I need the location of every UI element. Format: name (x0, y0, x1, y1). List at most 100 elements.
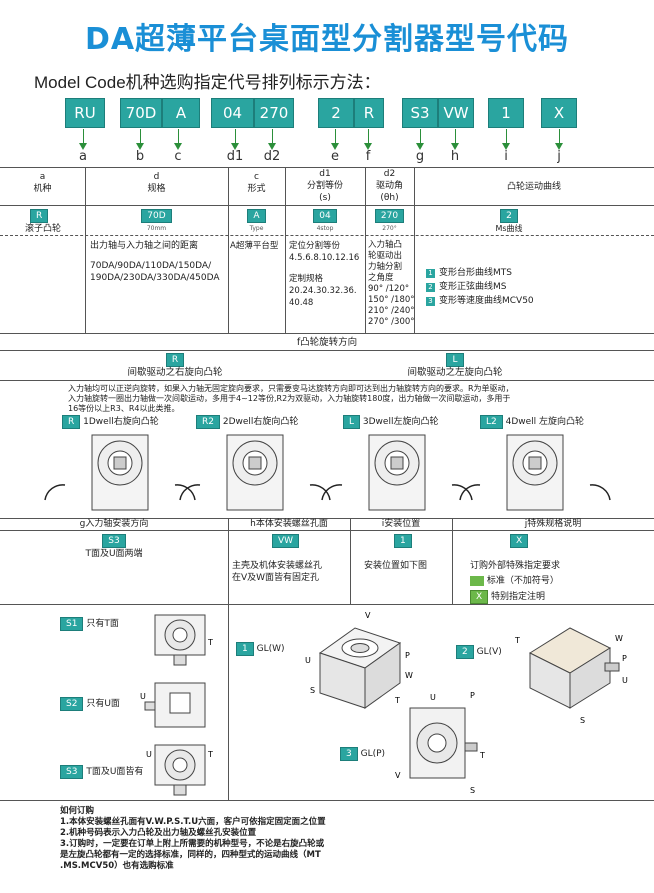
code-box-f: R (354, 98, 384, 128)
s1-label: S1 只有T面 (60, 617, 119, 631)
section-rule (0, 530, 654, 531)
table-divider (350, 518, 351, 604)
arrowhead-g (416, 143, 424, 150)
gl2-label: 2 GL(V) (456, 645, 502, 659)
g-header: g入力轴安装方向 (79, 519, 149, 529)
code-box-d2: 270 (254, 98, 294, 128)
table-divider (228, 167, 229, 333)
table-divider (452, 518, 453, 604)
detail-d: 出力轴与入力轴之间的距离 70DA/90DA/110DA/150DA/ 190D… (90, 241, 220, 283)
section-rule (0, 350, 654, 351)
section-rule (0, 800, 654, 801)
arrow-line-h (455, 129, 456, 147)
svg-text:P: P (405, 651, 410, 660)
arrow-line-a (83, 129, 84, 147)
svg-text:T: T (207, 638, 213, 647)
dwell-diagrams (44, 434, 611, 511)
code-letter-h: h (450, 149, 460, 164)
code-box-i: 1 (488, 98, 524, 128)
code-box-h: VW (438, 98, 474, 128)
arrow-line-g (420, 129, 421, 147)
svg-text:U: U (622, 676, 628, 685)
dwell-3-drawing (321, 434, 473, 511)
code-letter-g: g (415, 149, 425, 164)
header-e: 凸轮运动曲线 (506, 182, 561, 192)
rotation-description: 入力轴均可以正逆向旋转，如果入力轴无固定旋向要求，只需要变马达旋转方向即可达到出… (68, 384, 514, 413)
svg-text:T: T (514, 636, 520, 645)
svg-text:U: U (146, 750, 152, 759)
arrow-line-d1 (235, 129, 236, 147)
arrowhead-h (451, 143, 459, 150)
page-title: DA超薄平台桌面型分割器型号代码 (84, 22, 570, 57)
order-notes: 如何订购 1.本体安装螺丝孔面有V.W.P.S.T.U六面，客户可依指定固定面之… (60, 806, 326, 871)
arrowhead-i (502, 143, 510, 150)
code-box-b: 70D (120, 98, 162, 128)
code-box-g: S3 (402, 98, 438, 128)
code-box-j: X (541, 98, 577, 128)
detail-d2: 入力轴凸 轮驱动出 力轴分割 之角度 90° /120° 150° /180° … (368, 240, 415, 327)
page-subtitle: Model Code机种选购指定代号排列标示方法： (34, 73, 381, 92)
mount-drawings-s: T U U T (140, 614, 213, 796)
dwell-3-label: L 3Dwell左旋向凸轮 (343, 414, 438, 429)
arrow-line-d2 (272, 129, 273, 147)
svg-text:U: U (140, 692, 146, 701)
svg-text:U: U (305, 656, 311, 665)
table-rule (0, 235, 654, 236)
arrow-line-e (335, 129, 336, 147)
arrowhead-e (331, 143, 339, 150)
arrow-line-j (559, 129, 560, 147)
section-rule (0, 604, 654, 605)
arrow-line-c (178, 129, 179, 147)
arrowhead-c (174, 143, 182, 150)
svg-text:T: T (207, 750, 213, 759)
code-box-e: 2 (318, 98, 354, 128)
svg-text:S: S (470, 786, 475, 795)
arrow-line-i (506, 129, 507, 147)
code-letter-i: i (504, 149, 508, 164)
j-header: j特殊规格说明 (524, 519, 582, 529)
s2-label: S2 只有U面 (60, 697, 120, 711)
code-letter-e: e (331, 149, 339, 164)
code-letter-j: j (557, 149, 561, 164)
svg-text:S: S (310, 686, 315, 695)
svg-text:W: W (405, 671, 413, 680)
table-rule (0, 167, 654, 168)
arrowhead-a (79, 143, 87, 150)
table-rule (0, 205, 654, 206)
example-a-text: 滚子凸轮 (25, 224, 62, 234)
table-divider (414, 167, 415, 333)
svg-text:S: S (580, 716, 585, 725)
std-swatch (470, 575, 484, 586)
svg-text:U: U (430, 693, 436, 702)
code-letter-d1: d1 (226, 149, 244, 164)
arrowhead-j (555, 143, 563, 150)
arrowhead-d1 (231, 143, 239, 150)
code-box-c: A (162, 98, 200, 128)
table-divider (228, 518, 229, 604)
svg-text:P: P (622, 654, 627, 663)
arrowhead-b (136, 143, 144, 150)
dwell-2-label: R2 2Dwell右旋向凸轮 (196, 414, 298, 429)
svg-text:P: P (470, 691, 475, 700)
svg-text:W: W (615, 634, 623, 643)
code-box-a: RU (65, 98, 105, 128)
arrow-line-f (368, 129, 369, 147)
code-letter-d2: d2 (263, 149, 281, 164)
dwell-1-label: R 1Dwell右旋向凸轮 (62, 414, 159, 429)
example-a: R (30, 209, 49, 223)
svg-text:T: T (394, 696, 400, 705)
detail-d1: 定位分割等份 4.5.6.8.10.12.16 定制规格 20.24.30.32… (289, 241, 360, 308)
dwell-2-drawing (179, 434, 331, 511)
